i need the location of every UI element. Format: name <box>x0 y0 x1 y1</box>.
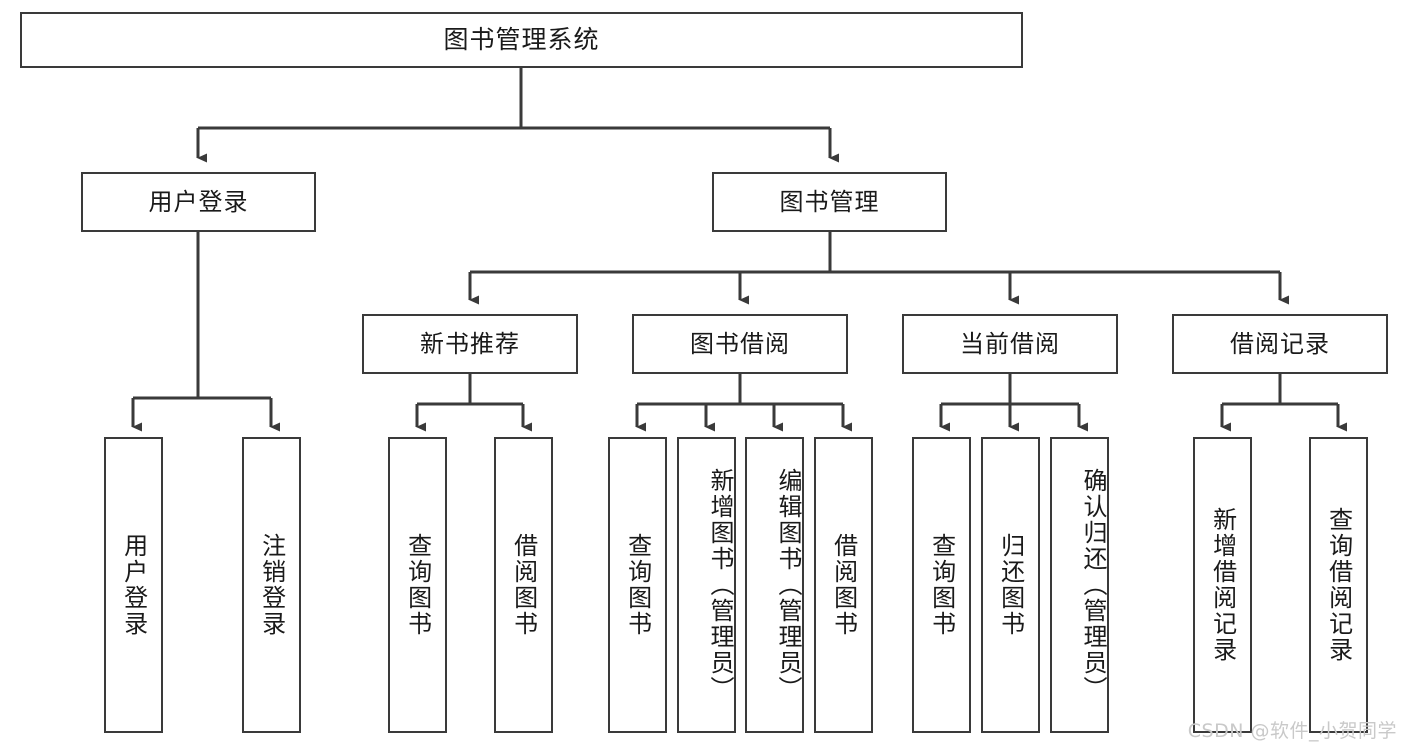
leaf-query-book-recommend[interactable]: 查询图书 <box>388 437 447 733</box>
leaf-user-login[interactable]: 用户登录 <box>104 437 163 733</box>
leaf-borrow-book-recommend[interactable]: 借阅图书 <box>494 437 553 733</box>
leaf-borrow-book-borrow[interactable]: 借阅图书 <box>814 437 873 733</box>
leaf-return-book[interactable]: 归还图书 <box>981 437 1040 733</box>
leaf-query-book-current[interactable]: 查询图书 <box>912 437 971 733</box>
node-root-system[interactable]: 图书管理系统 <box>20 12 1023 68</box>
node-borrow-record[interactable]: 借阅记录 <box>1172 314 1388 374</box>
leaf-query-borrow-record[interactable]: 查询借阅记录 <box>1309 437 1368 733</box>
leaf-user-logout[interactable]: 注销登录 <box>242 437 301 733</box>
node-current-borrow[interactable]: 当前借阅 <box>902 314 1118 374</box>
node-book-manage[interactable]: 图书管理 <box>712 172 947 232</box>
node-book-borrow[interactable]: 图书借阅 <box>632 314 848 374</box>
leaf-add-book-admin[interactable]: 新增图书（管理员） <box>677 437 736 733</box>
watermark-text: CSDN @软件_小贺同学 <box>1187 720 1397 742</box>
leaf-add-borrow-record[interactable]: 新增借阅记录 <box>1193 437 1252 733</box>
leaf-edit-book-admin[interactable]: 编辑图书（管理员） <box>745 437 804 733</box>
leaf-confirm-return-admin[interactable]: 确认归还（管理员） <box>1050 437 1109 733</box>
node-user-login[interactable]: 用户登录 <box>81 172 316 232</box>
node-new-book-recommend[interactable]: 新书推荐 <box>362 314 578 374</box>
leaf-query-book-borrow[interactable]: 查询图书 <box>608 437 667 733</box>
